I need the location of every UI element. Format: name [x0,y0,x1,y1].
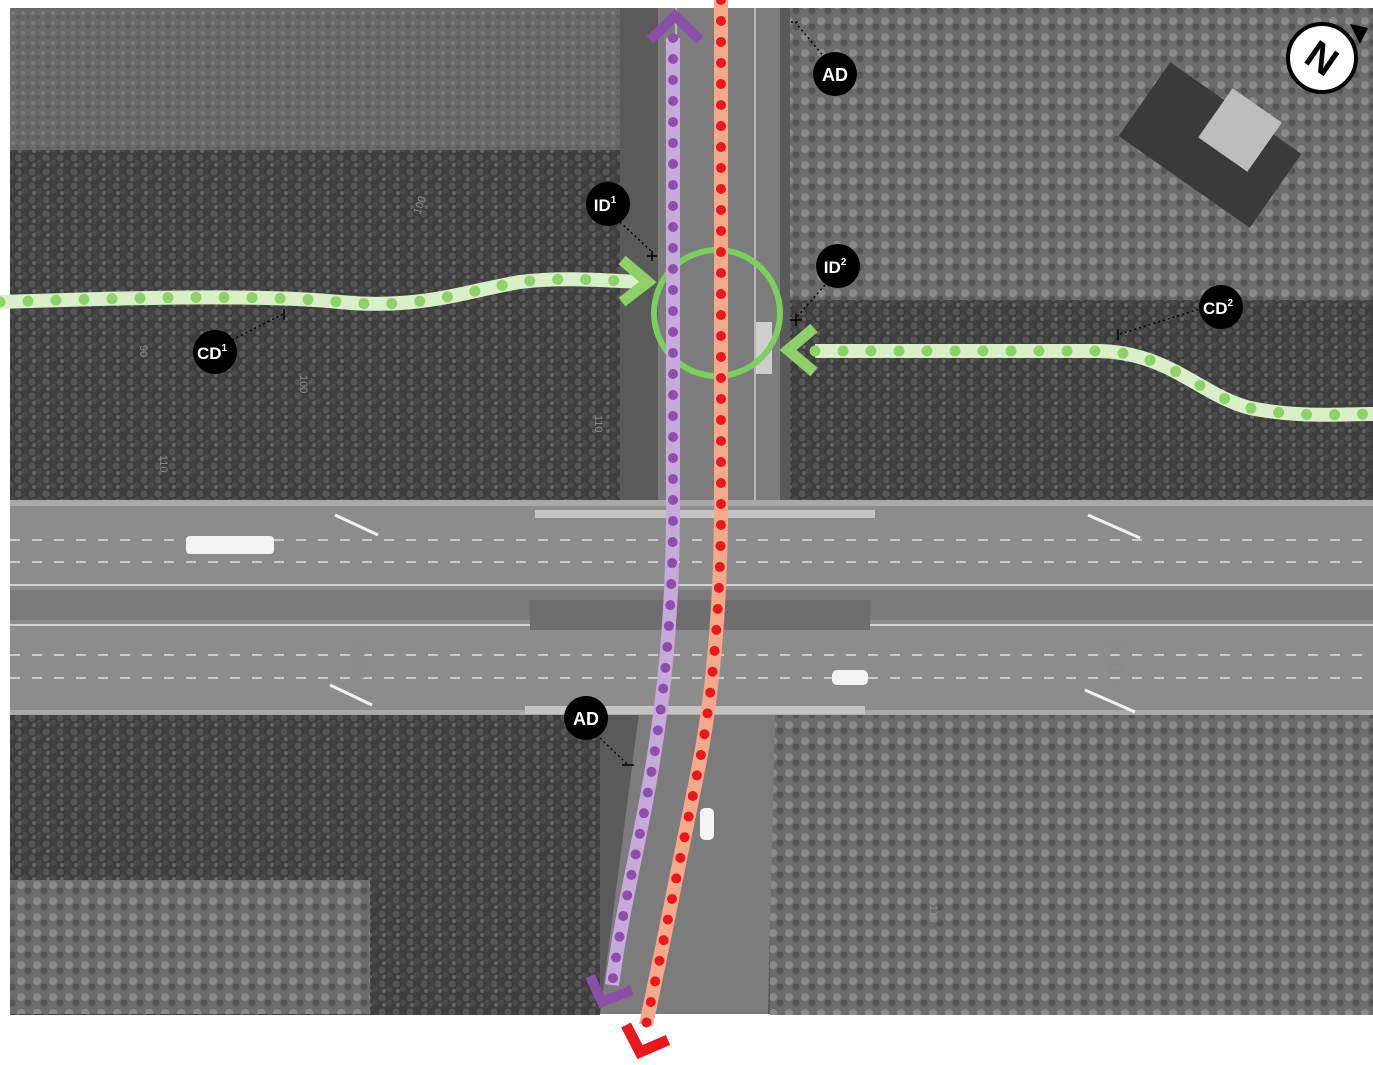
north-arrow-icon: N [1286,22,1368,94]
car [832,670,868,685]
svg-text:ID1: ID1 [594,195,617,215]
red-route [621,0,728,1060]
truck [186,536,274,554]
crossing-path-west-arrow [618,255,657,307]
wildlife-crossing-paths [0,247,1373,422]
red-route-arrow-south [621,1022,671,1060]
callout-ad-north: AD [813,52,857,96]
svg-text:AD: AD [573,709,599,729]
callout-ad-south: AD [564,696,608,740]
purple-route-arrow-north [646,9,704,44]
contour-label: 90 [137,345,149,357]
contour-label: 100 [412,195,430,216]
svg-text:AD: AD [822,65,848,85]
purple-route [585,9,704,1009]
svg-text:ID2: ID2 [824,257,847,277]
contour-label: 110 [592,415,604,433]
callout-cd1: CD1 [193,330,237,374]
highway [10,500,1373,715]
vehicles [186,536,868,840]
callout-cd2: CD2 [1199,285,1243,329]
car [700,808,714,840]
purple-route-arrow-south [585,973,634,1009]
contour-label: 110 [927,905,939,923]
leader-lines [231,21,1204,766]
callout-id2: ID2 [816,244,860,288]
callout-id1: ID1 [586,182,630,226]
chainage-label: 8000 [1103,640,1125,685]
contour-labels: 100 90 100 110 110 110 [137,195,939,923]
crossing-path-east-arrow [779,323,818,377]
svg-text:CD1: CD1 [197,343,228,363]
svg-text:CD2: CD2 [1203,298,1234,318]
contour-label: 110 [157,455,169,473]
chainage-labels: 7900 8000 [347,635,1125,685]
house-building [1118,62,1302,228]
contour-label: 100 [297,375,309,393]
chainage-label: 7900 [347,635,369,680]
